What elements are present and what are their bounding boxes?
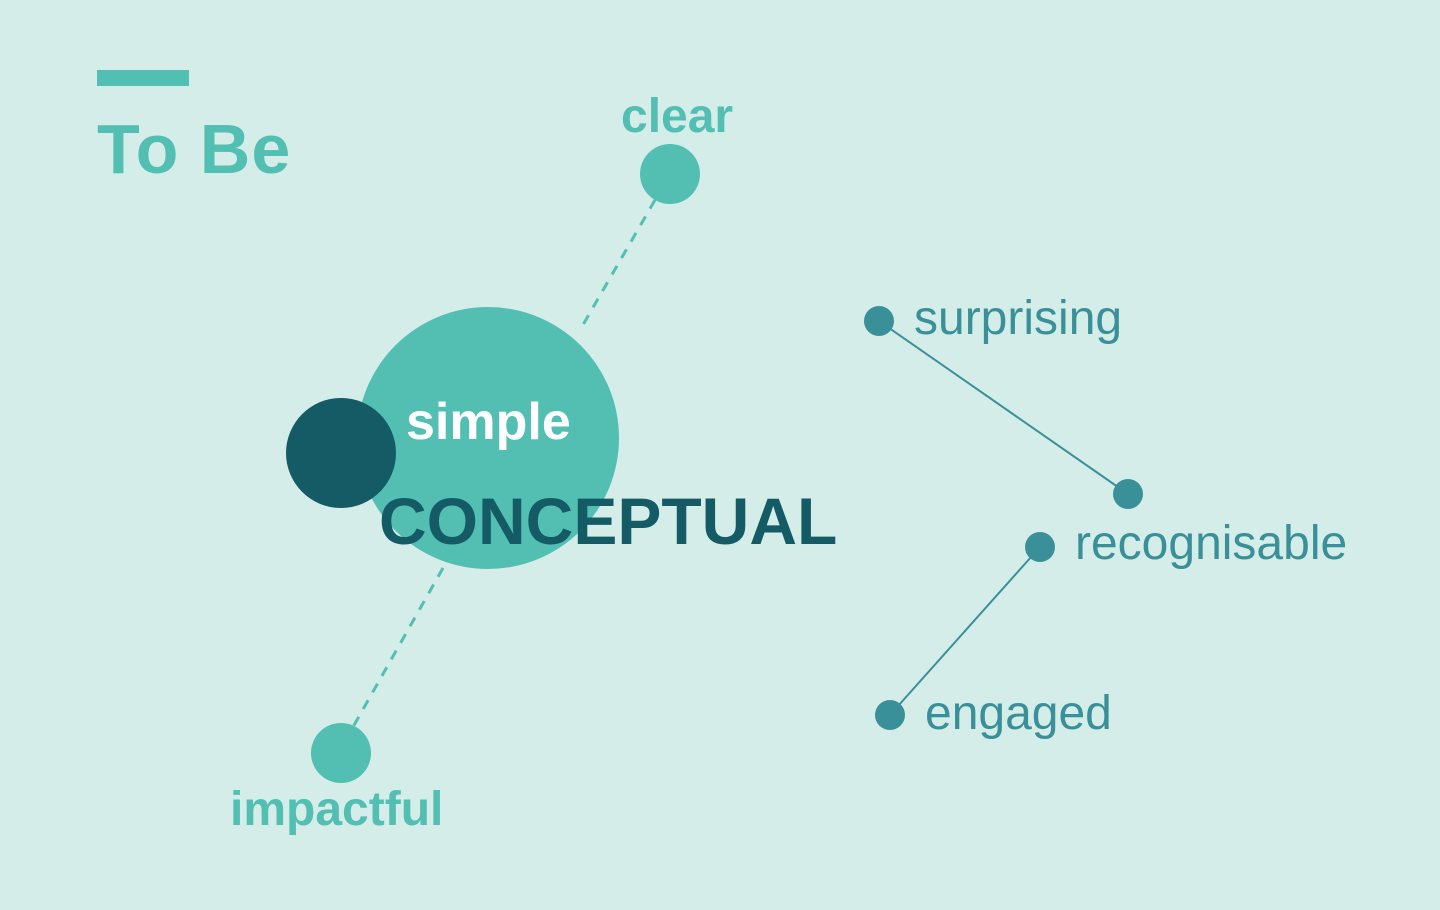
center-circle xyxy=(357,307,619,569)
label-conceptual: CONCEPTUAL xyxy=(379,484,838,558)
label-surprising: surprising xyxy=(914,292,1123,345)
node-impactful xyxy=(311,723,371,783)
dashed-connector-impactful xyxy=(351,567,445,728)
connector-recognisable-engaged xyxy=(889,546,1041,716)
label-impactful: impactful xyxy=(230,783,444,836)
node-surprising xyxy=(864,306,894,336)
dashed-connector-clear xyxy=(578,199,657,331)
node-recognisable-end xyxy=(1113,479,1143,509)
label-simple: simple xyxy=(406,393,571,451)
title-accent-bar xyxy=(97,70,189,86)
connector-surprising-recognisable xyxy=(878,320,1129,495)
center-dark-circle xyxy=(286,398,396,508)
label-engaged: engaged xyxy=(925,687,1112,740)
node-recognisable xyxy=(1025,532,1055,562)
page-title: To Be xyxy=(97,110,292,188)
node-engaged xyxy=(875,700,905,730)
label-recognisable: recognisable xyxy=(1075,517,1348,570)
label-clear: clear xyxy=(621,90,734,143)
node-clear xyxy=(640,144,700,204)
